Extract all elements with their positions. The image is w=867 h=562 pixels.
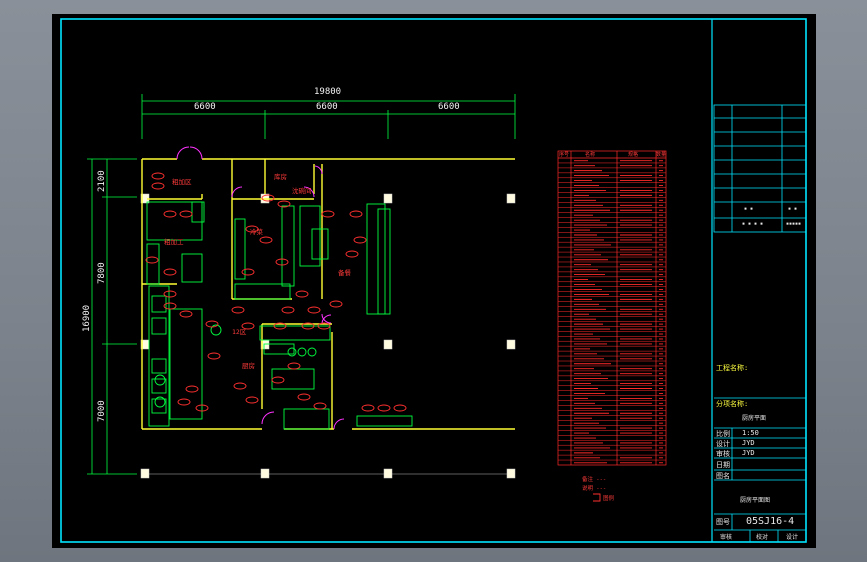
drawing-sheet: 19800 6600 6600 6600 16900 2100 7800 700… [52, 14, 816, 548]
design-value: JYD [742, 439, 755, 447]
dim-seg-1: 2100 [97, 170, 107, 192]
scale-value: 1:50 [742, 429, 759, 437]
drawing-name: 厨房平面 [742, 415, 767, 422]
footer-audit: 审核 [720, 534, 733, 541]
footer-design: 设计 [786, 534, 799, 541]
dim-span-3: 6600 [438, 102, 460, 112]
sheet-name: 厨房平面图 [740, 497, 771, 504]
sheet-border [60, 18, 807, 543]
legend-header-name: 名称 [585, 152, 596, 158]
drawing-number: 05SJ16-4 [746, 516, 795, 527]
design-label: 设计 [716, 440, 730, 448]
room-label: 12区 [232, 328, 247, 336]
title-mini-b: ▪ ▪ [788, 206, 798, 212]
left-dimension-lines [87, 158, 137, 475]
doors [176, 146, 345, 430]
note-symbol [593, 493, 601, 502]
date-label: 日期 [716, 461, 730, 469]
legend-header-qty: 数量 [656, 152, 667, 158]
room-label: 粗加工 [164, 238, 184, 246]
footer-proof: 校对 [756, 534, 769, 541]
equipment [146, 201, 413, 430]
legend-table-text-marks [574, 160, 663, 464]
table-note-3: 图例 [603, 496, 615, 502]
room-label: 冷菜 [250, 228, 263, 236]
top-dimension-lines [141, 94, 516, 139]
equipment-tags [145, 172, 407, 412]
room-label: 厨房 [242, 362, 255, 370]
legend-header-spec: 规格 [628, 152, 639, 158]
table-note-2: 说明 --- [582, 486, 607, 492]
dim-seg-2: 7800 [97, 262, 107, 284]
drawing-name-label: 分项名称: [716, 400, 749, 408]
title-mini-d: ▪▪▪▪▪ [786, 221, 802, 227]
walls [141, 158, 515, 430]
sheet-label: 图名 [716, 472, 730, 480]
title-mini-c: ▪ ▪ ▪ ▪ [742, 221, 764, 227]
room-label: 沈碗间 [292, 187, 312, 195]
room-label: 粗加区 [172, 178, 192, 186]
legend-table-rows [558, 162, 666, 461]
cad-drawing [60, 18, 807, 543]
table-note-1: 备注 --- [582, 477, 607, 483]
check-value: JYD [742, 449, 755, 457]
drawing-no-label: 图号 [716, 518, 730, 526]
dim-total-width: 19800 [314, 87, 342, 97]
project-name-label: 工程名称: [716, 364, 749, 372]
title-block-grid-top [713, 104, 807, 233]
check-label: 审核 [716, 450, 730, 458]
dim-total-height: 16900 [82, 304, 92, 332]
title-block-grid-bottom [714, 397, 807, 542]
room-label: 备餐 [338, 269, 351, 277]
scale-label: 比例 [716, 430, 730, 438]
legend-table [557, 150, 667, 466]
dim-span-2: 6600 [316, 102, 338, 112]
legend-header-no: 序号 [559, 152, 570, 158]
room-label: 库房 [274, 173, 287, 181]
title-mini-a: ▪ ▪ [744, 206, 754, 212]
dim-span-1: 6600 [194, 102, 216, 112]
dim-seg-3: 7000 [97, 400, 107, 422]
